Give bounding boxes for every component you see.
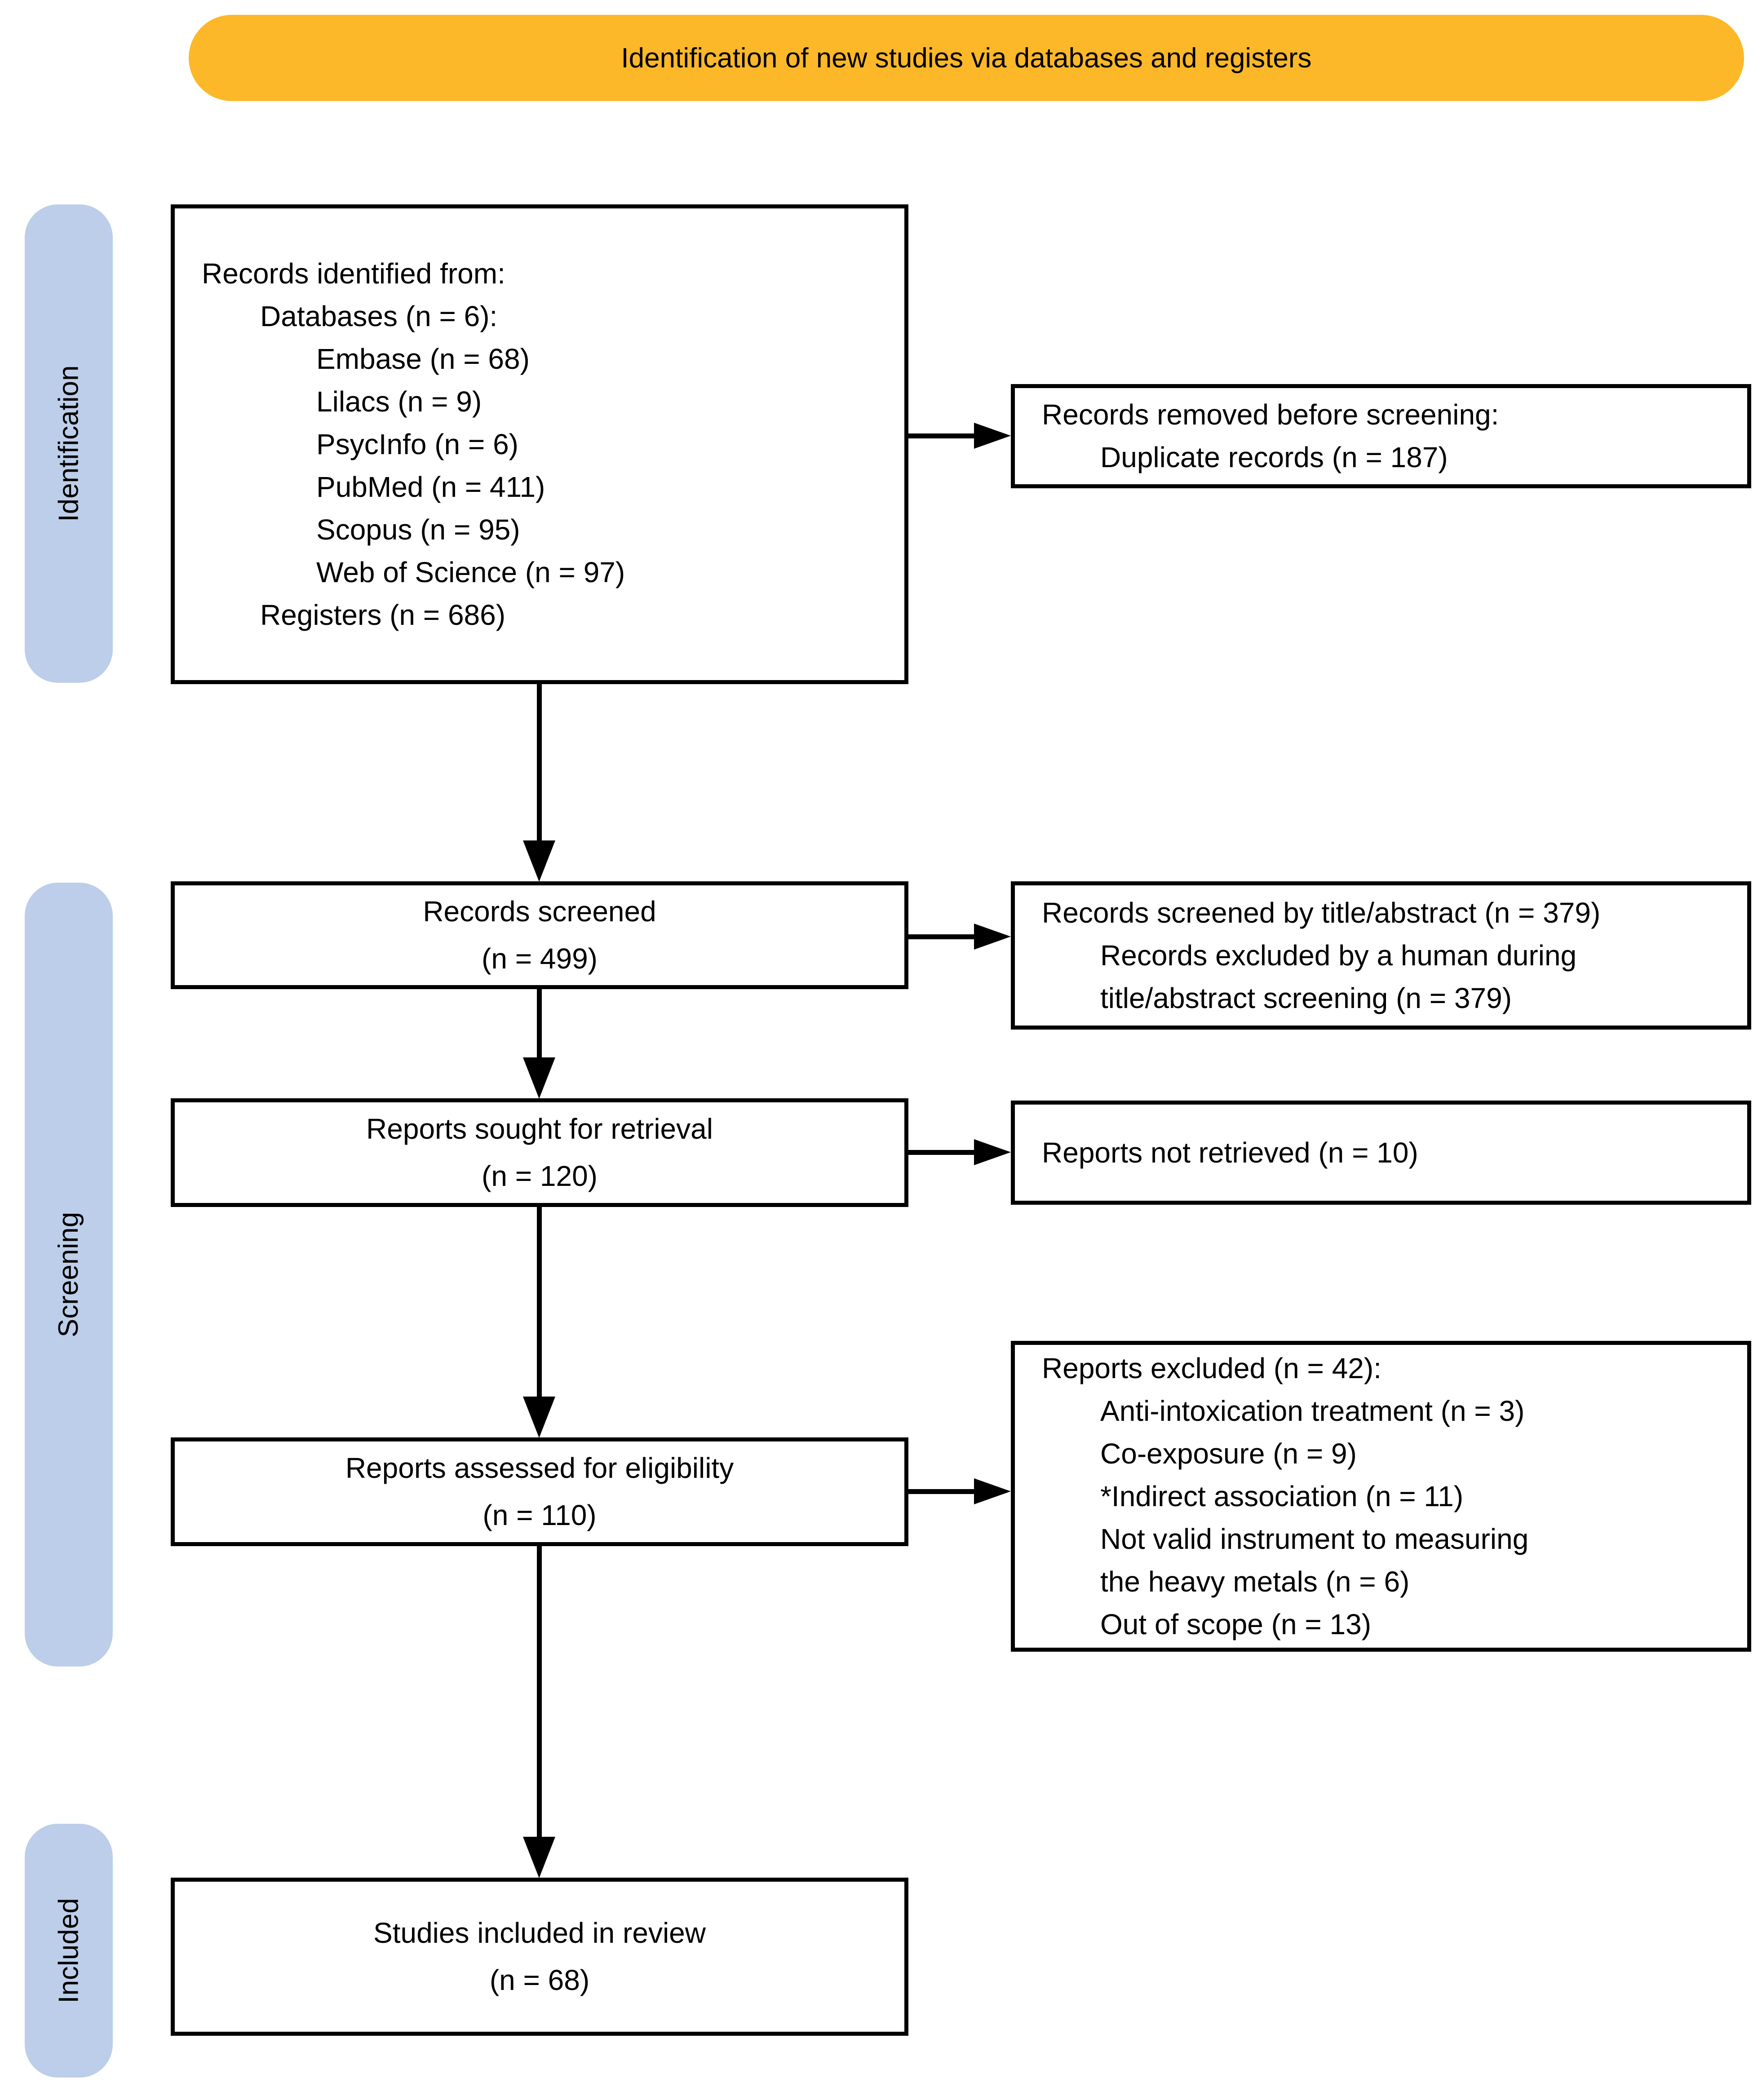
records-screened-title-abstract-line: Records screened by title/abstract (n = … bbox=[1042, 896, 1601, 929]
studies-included-box: Studies included in review (n = 68) bbox=[171, 1878, 908, 2036]
reports-not-retrieved-line: Reports not retrieved (n = 10) bbox=[1042, 1136, 1418, 1169]
reports-excluded-box: Reports excluded (n = 42): Anti-intoxica… bbox=[1011, 1341, 1751, 1652]
records-screened-box: Records screened (n = 499) bbox=[171, 881, 908, 989]
reports-excluded-line: Not valid instrument to measuring bbox=[1100, 1522, 1529, 1555]
reports-sought-box: Reports sought for retrieval (n = 120) bbox=[171, 1098, 908, 1207]
arrow-identified-to-removed-head-icon bbox=[974, 423, 1011, 449]
arrow-eligibility-to-excluded-line bbox=[908, 1489, 975, 1494]
stage-screening: Screening bbox=[25, 883, 113, 1667]
banner: Identification of new studies via databa… bbox=[189, 15, 1744, 101]
reports-excluded-line: Out of scope (n = 13) bbox=[1100, 1608, 1371, 1640]
arrow-screened-to-retrieval-head-icon bbox=[523, 1057, 555, 1099]
studies-included-count: (n = 68) bbox=[489, 1964, 590, 1996]
records-identified-line: PsycInfo (n = 6) bbox=[316, 428, 518, 460]
arrow-retrieval-to-eligibility-head-icon bbox=[523, 1397, 555, 1438]
records-screened-count: (n = 499) bbox=[482, 942, 598, 975]
records-identified-line: Scopus (n = 95) bbox=[316, 513, 520, 546]
records-identified-line: Embase (n = 68) bbox=[316, 342, 530, 375]
reports-excluded-line: Co-exposure (n = 9) bbox=[1100, 1437, 1357, 1470]
reports-not-retrieved-box: Reports not retrieved (n = 10) bbox=[1011, 1101, 1751, 1205]
arrow-eligibility-to-included-head-icon bbox=[523, 1837, 555, 1878]
reports-sought-line: Reports sought for retrieval bbox=[366, 1113, 713, 1145]
records-screened-title-abstract-box: Records screened by title/abstract (n = … bbox=[1011, 881, 1751, 1030]
banner-title: Identification of new studies via databa… bbox=[621, 42, 1312, 74]
reports-excluded-line: *Indirect association (n = 11) bbox=[1100, 1480, 1464, 1512]
arrow-retrieval-to-eligibility-line bbox=[537, 1207, 542, 1397]
arrow-screened-to-excluded-title-abstract-head-icon bbox=[974, 924, 1011, 950]
records-identified-line: Lilacs (n = 9) bbox=[316, 385, 482, 418]
reports-excluded-line: Anti-intoxication treatment (n = 3) bbox=[1100, 1394, 1525, 1427]
arrow-retrieval-to-not-retrieved-line bbox=[908, 1150, 975, 1155]
records-identified-line: Web of Science (n = 97) bbox=[316, 556, 625, 588]
records-identified-box: Records identified from: Databases (n = … bbox=[171, 204, 908, 684]
records-identified-line: Databases (n = 6): bbox=[260, 300, 498, 332]
arrow-identified-to-removed-line bbox=[908, 433, 975, 438]
arrow-identified-to-screened-head-icon bbox=[523, 840, 555, 882]
arrow-retrieval-to-not-retrieved-head-icon bbox=[974, 1139, 1011, 1165]
stage-identification: Identification bbox=[25, 204, 113, 683]
arrow-screened-to-retrieval-line bbox=[537, 989, 542, 1058]
reports-excluded-line: Reports excluded (n = 42): bbox=[1042, 1352, 1381, 1384]
arrow-eligibility-to-excluded-head-icon bbox=[974, 1478, 1011, 1504]
reports-excluded-line: the heavy metals (n = 6) bbox=[1100, 1565, 1410, 1598]
reports-assessed-count: (n = 110) bbox=[483, 1499, 597, 1531]
arrow-identified-to-screened-line bbox=[537, 684, 542, 841]
reports-sought-count: (n = 120) bbox=[482, 1160, 598, 1192]
records-identified-line: Registers (n = 686) bbox=[260, 598, 506, 631]
records-removed-box: Records removed before screening: Duplic… bbox=[1011, 384, 1751, 488]
records-screened-title-abstract-line: Records excluded by a human during bbox=[1100, 939, 1577, 972]
reports-assessed-box: Reports assessed for eligibility (n = 11… bbox=[171, 1437, 908, 1546]
records-screened-line: Records screened bbox=[423, 895, 656, 928]
reports-assessed-line: Reports assessed for eligibility bbox=[345, 1452, 734, 1484]
stage-identification-label: Identification bbox=[53, 365, 84, 522]
records-removed-line: Records removed before screening: bbox=[1042, 398, 1499, 431]
records-removed-line: Duplicate records (n = 187) bbox=[1100, 441, 1448, 473]
arrow-eligibility-to-included-line bbox=[537, 1546, 542, 1838]
records-identified-line: Records identified from: bbox=[202, 257, 505, 290]
arrow-screened-to-excluded-title-abstract-line bbox=[908, 934, 975, 939]
stage-included: Included bbox=[25, 1824, 113, 2078]
studies-included-line: Studies included in review bbox=[373, 1917, 706, 1949]
records-screened-title-abstract-line: title/abstract screening (n = 379) bbox=[1100, 981, 1512, 1014]
records-identified-line: PubMed (n = 411) bbox=[316, 470, 545, 503]
stage-included-label: Included bbox=[53, 1898, 84, 2003]
stage-screening-label: Screening bbox=[53, 1211, 84, 1338]
